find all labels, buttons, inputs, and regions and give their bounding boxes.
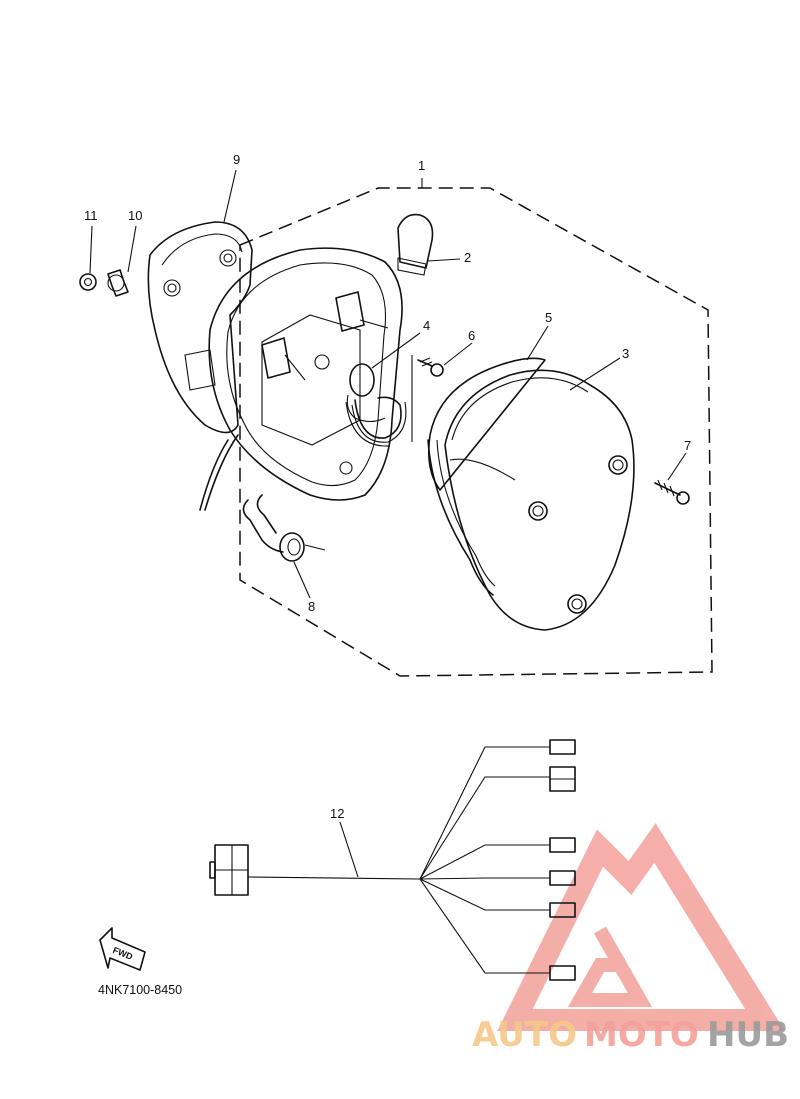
callout-3: 3 xyxy=(622,346,629,361)
fwd-arrow-icon: FWD xyxy=(99,927,146,971)
housing-body xyxy=(199,247,403,511)
watermark-hub: HUB xyxy=(707,1015,789,1055)
watermark-logo-text: AUTO MOTO HUB xyxy=(472,1015,789,1055)
part-9-base-plate xyxy=(147,221,253,434)
callout-11: 11 xyxy=(84,208,98,223)
callout-5: 5 xyxy=(545,310,552,325)
part-6-screw xyxy=(417,357,444,377)
part-11-nut xyxy=(79,273,97,291)
part-5-lens-gasket xyxy=(427,357,546,596)
part-2-bulb xyxy=(397,213,434,276)
callout-4: 4 xyxy=(423,318,430,333)
diagram-part-code: 4NK7100-8450 xyxy=(98,983,182,997)
callout-2: 2 xyxy=(464,250,471,265)
callout-leaders xyxy=(89,169,687,878)
watermark-triangle-inner xyxy=(567,926,653,1007)
part-12-wire-harness xyxy=(209,739,576,981)
callout-1: 1 xyxy=(418,158,425,173)
watermark-auto: AUTO xyxy=(472,1015,577,1055)
watermark-text-hub: HUB xyxy=(707,1015,789,1055)
watermark-text-auto: AUTO xyxy=(472,1015,577,1055)
callout-7: 7 xyxy=(684,438,691,453)
part-7-screw xyxy=(654,479,690,505)
part-10-collar xyxy=(107,269,129,297)
part-8-grommet xyxy=(242,494,305,562)
watermark-logo-triangle xyxy=(497,823,785,1031)
watermark-text-moto: MOTO xyxy=(584,1015,699,1055)
part-3-lens xyxy=(444,369,635,631)
watermark-moto: MOTO xyxy=(584,1015,699,1055)
callout-8: 8 xyxy=(308,599,315,614)
watermark-triangle-outer xyxy=(497,823,785,1031)
callout-9: 9 xyxy=(233,152,240,167)
callout-6: 6 xyxy=(468,328,475,343)
callout-10: 10 xyxy=(128,208,142,223)
part-4-socket xyxy=(345,363,407,447)
callout-12: 12 xyxy=(330,806,344,821)
